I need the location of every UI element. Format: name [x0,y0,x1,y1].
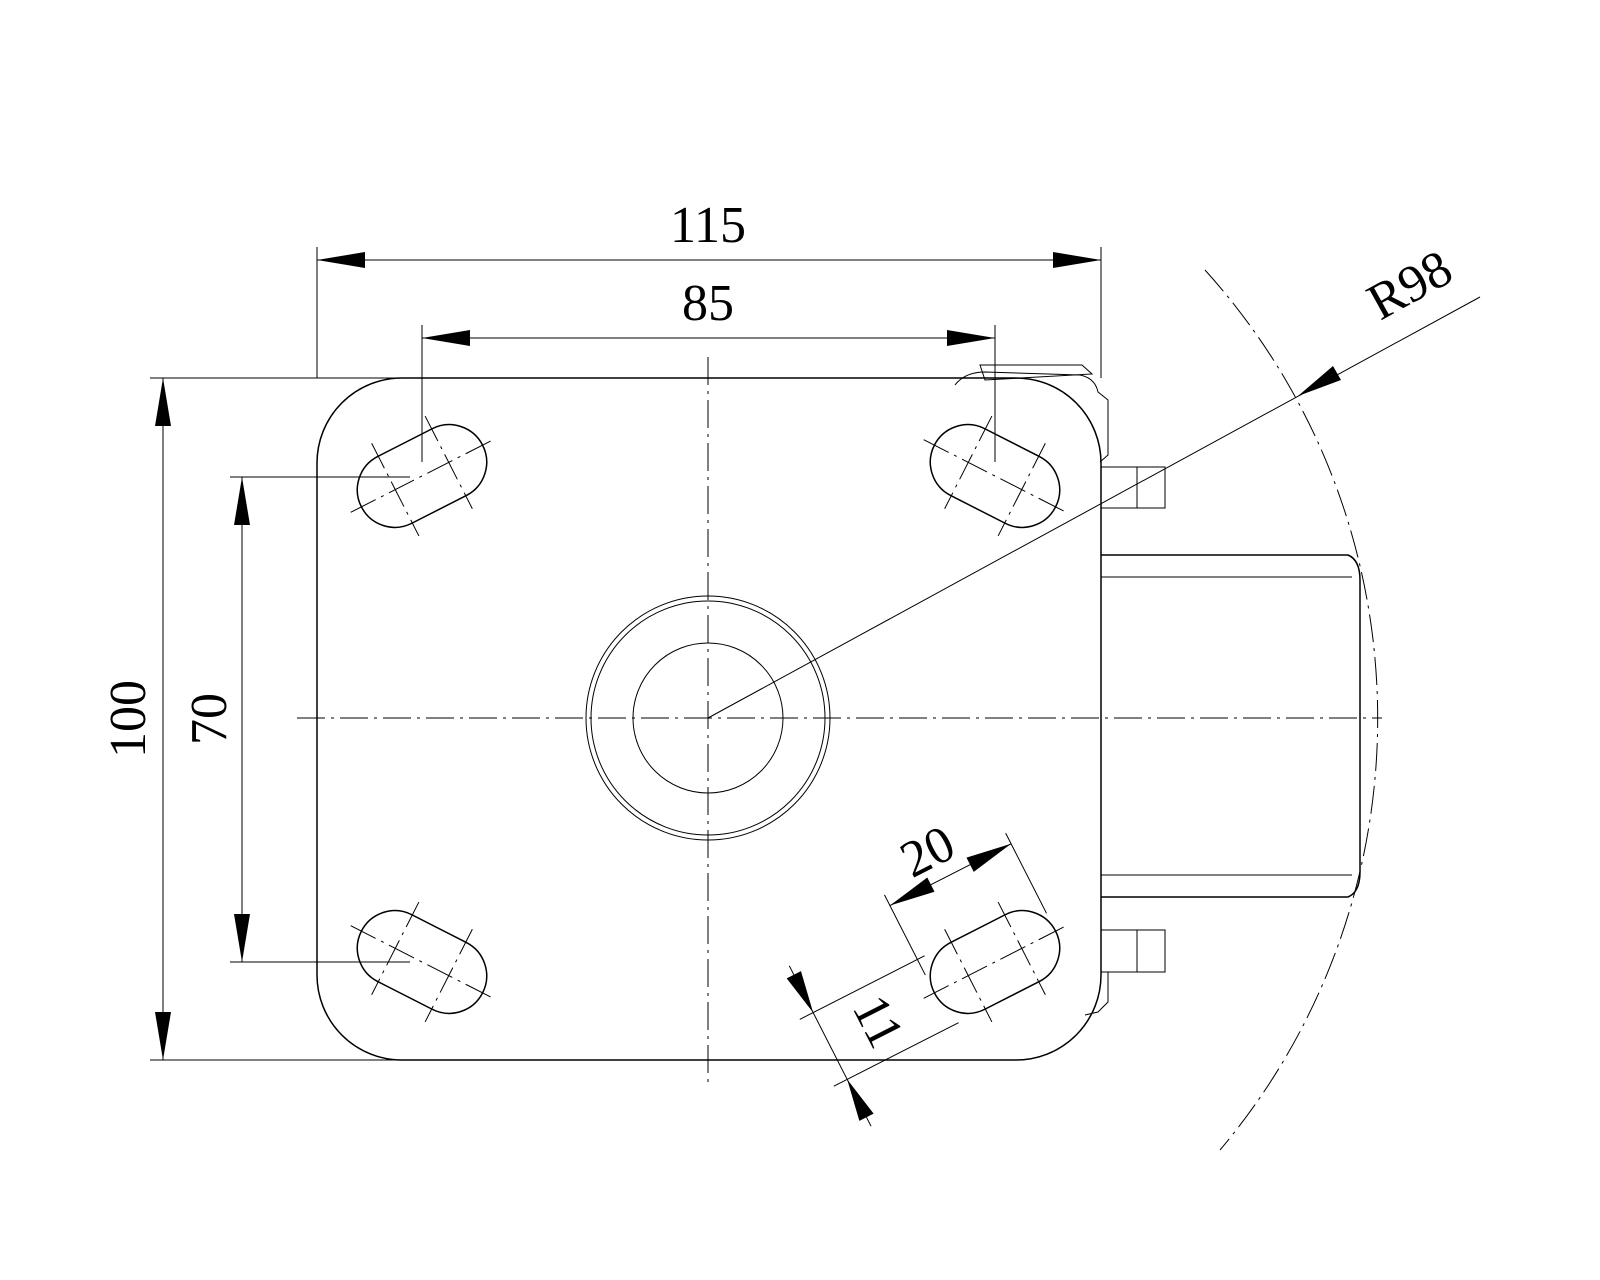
dimension-hole-spacing-x: 85 [421,275,996,462]
mounting-slot-bottom-right [899,878,1091,1046]
dimension-label-11: 11 [841,986,915,1056]
swivel-radius-arc [1204,269,1379,1151]
dimension-overall-width: 115 [316,197,1102,378]
dimension-label-r98: R98 [1358,240,1461,332]
dimension-overall-height: 100 [100,377,400,1061]
kingpin-boss [585,595,831,841]
dimension-label-20: 20 [892,815,964,889]
dimension-slot-length: 20 [884,815,1047,976]
dimension-label-85: 85 [682,275,734,332]
dimension-label-70: 70 [181,693,238,745]
centerlines [297,357,1382,1082]
dimension-hole-spacing-y: 70 [181,476,410,963]
dimension-label-115: 115 [670,197,746,254]
top-plate-outline [316,377,1102,1061]
dimension-label-100: 100 [100,680,157,758]
dimension-swivel-radius: R98 [707,240,1481,719]
bolt-head [954,364,1109,463]
fork-housing [1084,466,1361,1016]
